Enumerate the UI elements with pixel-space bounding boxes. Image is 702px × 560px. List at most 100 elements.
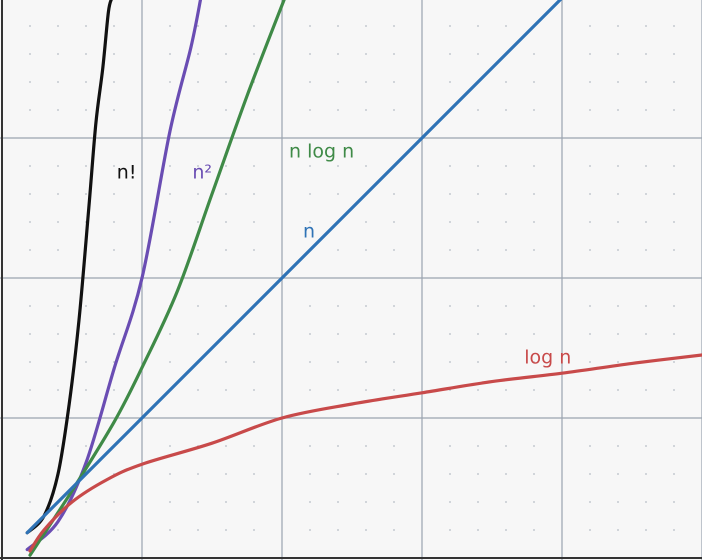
minor-grid-dot <box>477 193 479 195</box>
minor-grid-dot <box>617 25 619 27</box>
minor-grid-dot <box>477 53 479 55</box>
minor-grid-dot <box>673 501 675 503</box>
minor-grid-dot <box>617 53 619 55</box>
minor-grid-dot <box>365 333 367 335</box>
minor-grid-dot <box>309 53 311 55</box>
minor-grid-dot <box>673 109 675 111</box>
minor-grid-dot <box>449 529 451 531</box>
minor-grid-dot <box>617 333 619 335</box>
minor-grid-dot <box>337 53 339 55</box>
minor-grid-dot <box>225 165 227 167</box>
minor-grid-dot <box>29 165 31 167</box>
minor-grid-dot <box>225 221 227 223</box>
minor-grid-dot <box>253 109 255 111</box>
minor-grid-dot <box>29 445 31 447</box>
minor-grid-dot <box>449 53 451 55</box>
minor-grid-dot <box>85 501 87 503</box>
minor-grid-dot <box>113 25 115 27</box>
minor-grid-dot <box>253 445 255 447</box>
minor-grid-dot <box>225 473 227 475</box>
minor-grid-dot <box>393 221 395 223</box>
minor-grid-dot <box>57 165 59 167</box>
minor-grid-dot <box>505 361 507 363</box>
minor-grid-dot <box>477 473 479 475</box>
minor-grid-dot <box>505 221 507 223</box>
minor-grid-dot <box>589 221 591 223</box>
minor-grid-dot <box>589 529 591 531</box>
minor-grid-dot <box>645 221 647 223</box>
minor-grid-dot <box>197 53 199 55</box>
minor-grid-dot <box>57 333 59 335</box>
minor-grid-dot <box>337 333 339 335</box>
minor-grid-dot <box>449 361 451 363</box>
minor-grid-dot <box>393 81 395 83</box>
minor-grid-dot <box>309 165 311 167</box>
series-line-log-n <box>28 353 702 553</box>
minor-grid-dot <box>113 305 115 307</box>
minor-grid-dot <box>673 529 675 531</box>
minor-grid-dot <box>477 305 479 307</box>
minor-grid-dot <box>533 361 535 363</box>
minor-grid-dot <box>477 501 479 503</box>
minor-grid-dot <box>589 25 591 27</box>
minor-grid-dot <box>673 305 675 307</box>
minor-grid-dot <box>309 81 311 83</box>
minor-grid-dot <box>449 305 451 307</box>
minor-grid-dot <box>113 221 115 223</box>
minor-grid-dot <box>589 249 591 251</box>
minor-grid-dot <box>365 81 367 83</box>
minor-grid-dot <box>449 445 451 447</box>
minor-grid-dot <box>617 221 619 223</box>
minor-grid-dot <box>29 473 31 475</box>
minor-grid-dot <box>309 109 311 111</box>
minor-grid-dot <box>589 165 591 167</box>
minor-grid-dot <box>253 249 255 251</box>
minor-grid-dot <box>253 53 255 55</box>
minor-grid-dot <box>589 53 591 55</box>
minor-grid-dot <box>29 109 31 111</box>
minor-grid-dot <box>589 445 591 447</box>
series-line-n-log-n <box>28 0 286 557</box>
minor-grid-dot <box>673 25 675 27</box>
minor-grid-dot <box>253 221 255 223</box>
minor-grid-dot <box>645 249 647 251</box>
minor-grid-dot <box>365 501 367 503</box>
minor-grid-dot <box>85 109 87 111</box>
minor-grid-dot <box>673 165 675 167</box>
minor-grid-dot <box>85 53 87 55</box>
minor-grid-dot <box>365 445 367 447</box>
minor-grid-dot <box>533 389 535 391</box>
minor-grid-dot <box>533 81 535 83</box>
minor-grid-dot <box>57 305 59 307</box>
minor-grid-dot <box>505 109 507 111</box>
minor-grid-dot <box>337 109 339 111</box>
minor-grid-dot <box>365 109 367 111</box>
minor-grid-dot <box>505 25 507 27</box>
minor-grid-dot <box>57 25 59 27</box>
minor-grid-dot <box>365 361 367 363</box>
minor-grid-dot <box>253 389 255 391</box>
minor-grid-dot <box>533 333 535 335</box>
minor-grid-dot <box>169 249 171 251</box>
minor-grid-dot <box>645 53 647 55</box>
minor-grid-dot <box>617 501 619 503</box>
minor-grid-dot <box>309 333 311 335</box>
minor-grid-dot <box>29 361 31 363</box>
minor-grid-dot <box>337 473 339 475</box>
minor-grid-dot <box>449 193 451 195</box>
minor-grid-dot <box>645 81 647 83</box>
minor-grid-dot <box>169 473 171 475</box>
minor-grid-dot <box>477 389 479 391</box>
minor-grid-dot <box>169 333 171 335</box>
minor-grid-dot <box>253 193 255 195</box>
minor-grid-dot <box>169 445 171 447</box>
minor-grid-dot <box>29 389 31 391</box>
minor-grid-dot <box>113 109 115 111</box>
minor-grid-dot <box>85 445 87 447</box>
minor-grid-dot <box>533 165 535 167</box>
minor-grid-dot <box>113 249 115 251</box>
minor-grid-dot <box>645 333 647 335</box>
minor-grid-dot <box>253 25 255 27</box>
